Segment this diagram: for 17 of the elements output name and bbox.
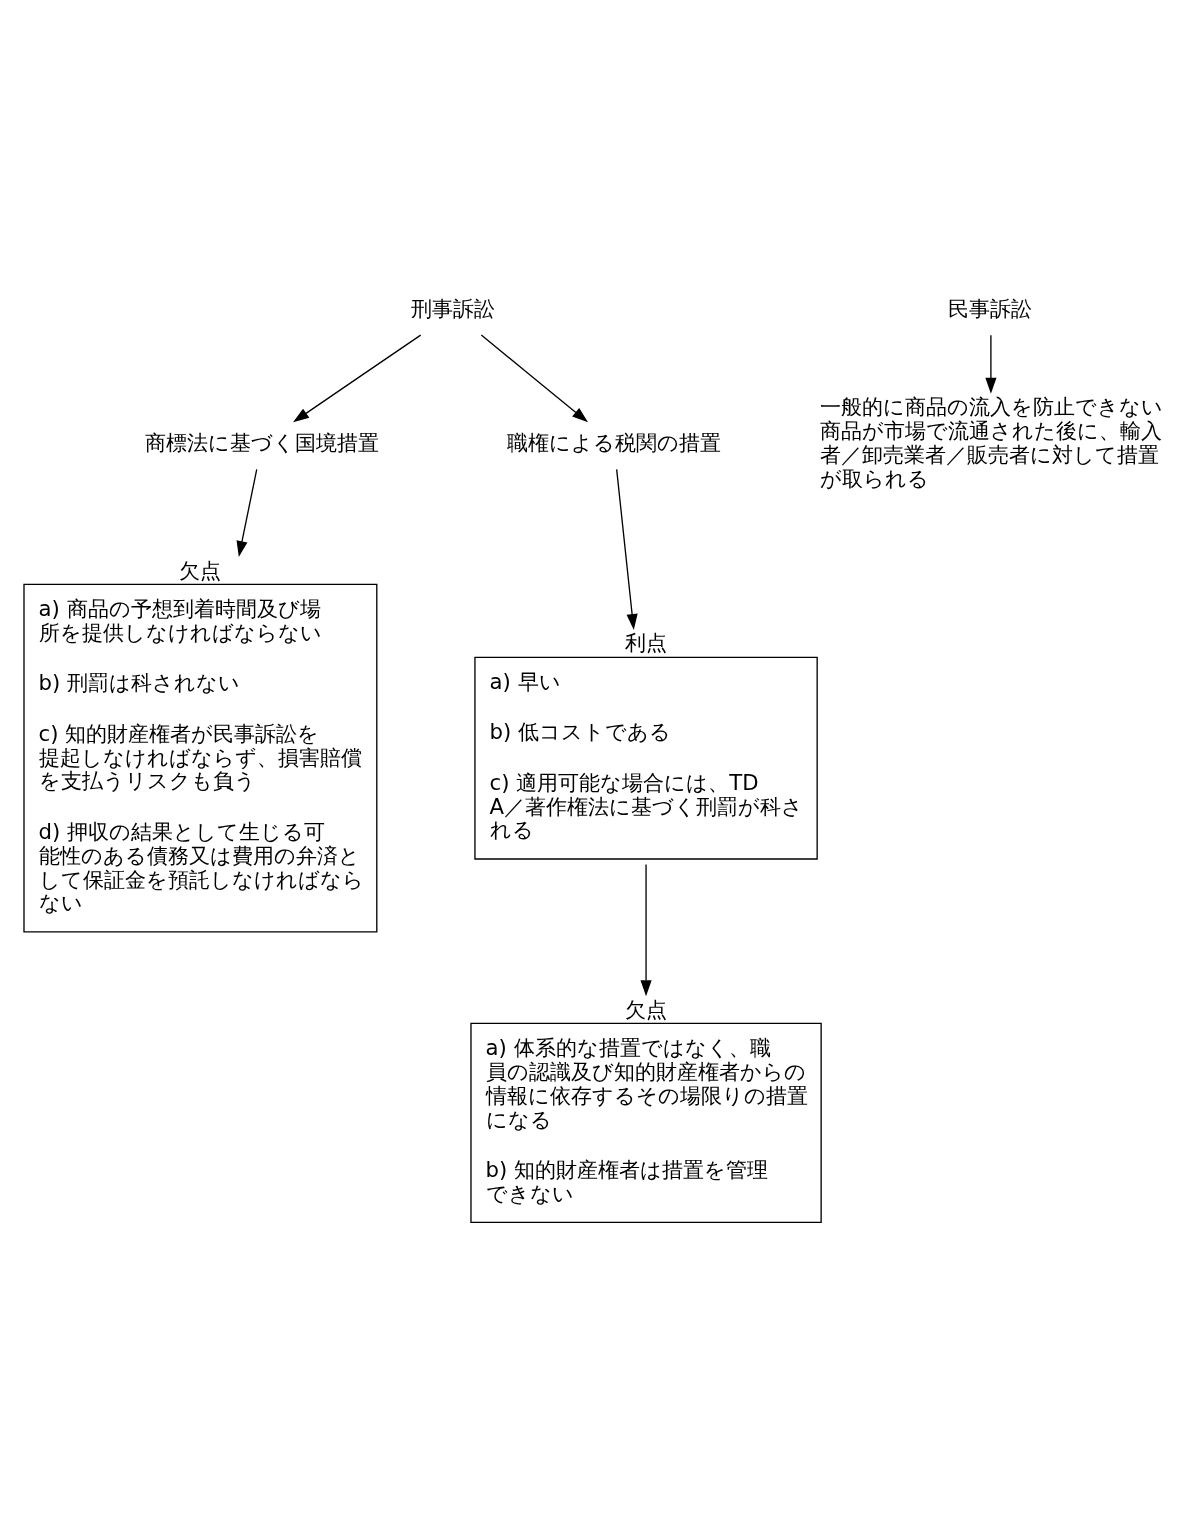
node-label: 欠点 — [179, 557, 222, 583]
arrow — [293, 333, 422, 422]
node-text: 民事訴訟 — [948, 295, 1033, 321]
arrow — [985, 334, 997, 394]
node-text: 職権による税関の措置 — [507, 429, 722, 455]
arrow — [616, 468, 638, 630]
node-text: 商標法に基づく国境措置 — [144, 429, 379, 455]
arrow — [236, 468, 258, 557]
node-text: 刑事訴訟 — [411, 295, 496, 321]
node-box: a) 体系的な措置ではなく、職員の認識及び知的財産権者からの情報に依存するその場限りの措置になる b) 知的財産権者は措置を管理できない — [470, 1022, 822, 1223]
node-box: a) 商品の予想到着時間及び場所を提供しなければならない b) 刑罰は科されない c) 知的財産権者が民事訴訟を提起しなければならず、損害賠償を支払うリスクも負う d) 押収の結果として生じる可能性のある債務又は費用の弁済として保証金を預託しなければならない — [23, 583, 378, 933]
node-label: 欠点 — [624, 996, 667, 1022]
node-box: a) 早い b) 低コストである c) 適用可能な場合には、TDA／著作権法に基づく刑罰が科される — [474, 656, 818, 860]
arrow — [480, 333, 588, 422]
node-text: 一般的に商品の流入を防止できない 商品が市場で流通された後に、輸入者／卸売業者／販売者に対して措置が取られる — [819, 393, 1163, 491]
arrow — [640, 863, 652, 996]
node-label: 利点 — [624, 629, 667, 655]
